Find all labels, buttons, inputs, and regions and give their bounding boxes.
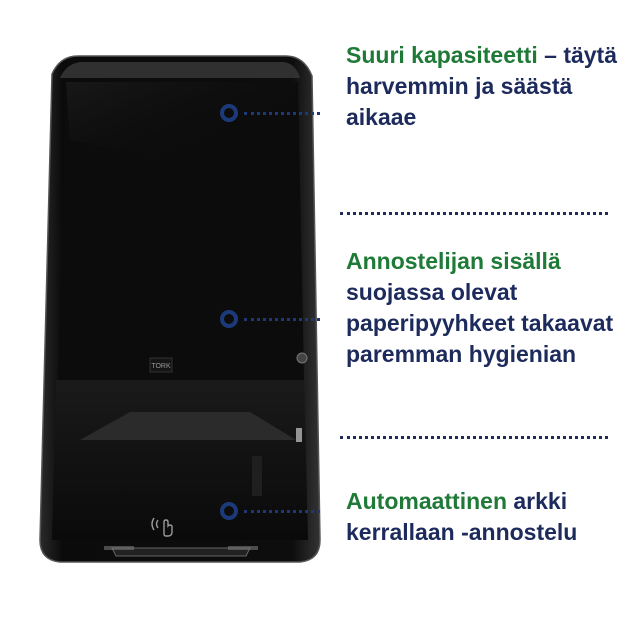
callout-capacity-highlight: Suuri kapasiteetti bbox=[346, 42, 538, 68]
callout-automatic: Automaattinen arkki kerrallaan -annostel… bbox=[346, 486, 631, 548]
callout-hygiene-highlight: Annostelijan sisällä bbox=[346, 248, 561, 274]
callout-automatic-text: arkki kerrallaan -annostelu bbox=[346, 488, 578, 545]
callout-hygiene-text: suojassa olevat paperipyyhkeet takaavat … bbox=[346, 279, 614, 367]
callout-marker-2 bbox=[220, 310, 238, 328]
dotted-divider-2 bbox=[340, 436, 608, 439]
dotted-divider-1 bbox=[340, 212, 608, 215]
callout-leader-2 bbox=[244, 318, 320, 321]
callout-leader-1 bbox=[244, 112, 320, 115]
callout-capacity: Suuri kapasiteetti – täytä harvemmin ja … bbox=[346, 40, 631, 133]
callout-marker-1 bbox=[220, 104, 238, 122]
callout-hygiene: Annostelijan sisällä suojassa olevat pap… bbox=[346, 246, 631, 370]
paper-stack bbox=[80, 412, 296, 440]
brand-label: TORK bbox=[151, 363, 171, 370]
callout-capacity-text: täytä harvemmin ja säästä aikaae bbox=[346, 42, 618, 130]
callout-automatic-highlight: Automaattinen bbox=[346, 488, 507, 514]
callout-capacity-separator: – bbox=[537, 42, 564, 68]
lock-icon bbox=[296, 352, 308, 364]
dispensing-slot bbox=[111, 547, 251, 557]
sensor-hand-icon bbox=[151, 517, 173, 537]
dispenser-window bbox=[52, 380, 308, 540]
callout-leader-3 bbox=[244, 510, 320, 513]
callout-marker-3 bbox=[220, 502, 238, 520]
dispenser-top-rim bbox=[60, 62, 300, 78]
